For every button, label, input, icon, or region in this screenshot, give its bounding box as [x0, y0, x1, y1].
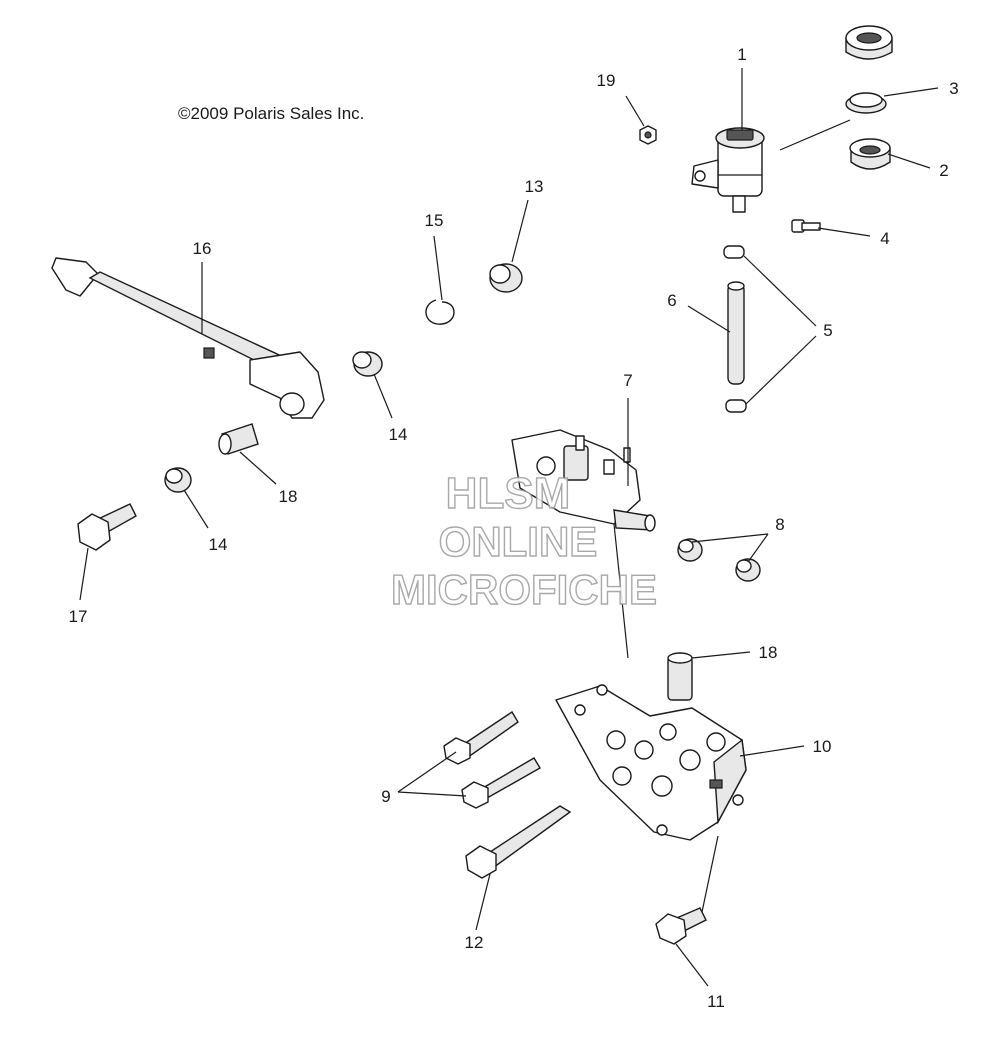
part-17-bolt[interactable]: [77, 503, 137, 551]
part-3-diaphragm[interactable]: [845, 92, 887, 114]
callout-14-lower: 14: [209, 535, 228, 554]
part-6-hose[interactable]: [727, 281, 745, 385]
callout-2: 2: [939, 161, 948, 180]
callout-9: 9: [381, 787, 390, 806]
part-18-spacer-right[interactable]: [667, 652, 693, 701]
watermark: HLSM ONLINE MICROFICHE: [390, 468, 657, 613]
callout-17: 17: [69, 607, 88, 626]
callout-8: 8: [775, 515, 784, 534]
callout-7: 7: [623, 371, 632, 390]
part-11-bolt[interactable]: [655, 907, 707, 945]
part-1-reservoir[interactable]: [691, 127, 765, 213]
part-4-screw[interactable]: [791, 219, 821, 233]
part-18-spacer-left[interactable]: [218, 423, 259, 455]
callout-4: 4: [880, 229, 889, 248]
callout-labels: 1 2 3 4 5 6 7 8 9 10 11 12 13 14 14 15 1…: [69, 45, 959, 1011]
part-2-plate[interactable]: [849, 138, 891, 170]
part-10-bracket[interactable]: [555, 684, 747, 841]
callout-18-left: 18: [279, 487, 298, 506]
part-5-clamp-top[interactable]: [723, 245, 745, 259]
callout-16: 16: [193, 239, 212, 258]
callout-3: 3: [949, 79, 958, 98]
callout-19: 19: [597, 71, 616, 90]
callout-6: 6: [667, 291, 676, 310]
part-9-bolt-upper[interactable]: [443, 711, 519, 765]
callout-13: 13: [525, 177, 544, 196]
part-5-clamp-bottom[interactable]: [725, 399, 747, 413]
part-15-clip[interactable]: [425, 299, 455, 325]
part-12-bolt[interactable]: [465, 805, 572, 879]
callout-5: 5: [823, 321, 832, 340]
watermark-line-1: HLSM: [446, 469, 571, 518]
part-9-bolt-lower[interactable]: [461, 757, 541, 809]
callout-10: 10: [813, 737, 832, 756]
callout-15: 15: [425, 211, 444, 230]
part-13-bushing[interactable]: [489, 263, 523, 293]
copyright-text: ©2009 Polaris Sales Inc.: [178, 104, 364, 123]
callout-11: 11: [707, 992, 725, 1011]
part-16-linkage-rod[interactable]: [51, 257, 325, 419]
part-19-nut[interactable]: [639, 125, 657, 145]
leader-lines: [79, 68, 939, 987]
part-8-bushing-a[interactable]: [677, 538, 703, 562]
watermark-line-2: ONLINE: [439, 518, 598, 565]
callout-12: 12: [465, 933, 484, 952]
reservoir-cap[interactable]: [845, 25, 893, 60]
part-8-bushing-b[interactable]: [735, 558, 761, 582]
watermark-line-3: MICROFICHE: [391, 566, 657, 613]
callout-18-right: 18: [759, 643, 778, 662]
callout-14-upper: 14: [389, 425, 408, 444]
part-14-bushing-lower[interactable]: [164, 467, 192, 493]
part-14-bushing-upper[interactable]: [352, 351, 383, 377]
callout-1: 1: [737, 45, 746, 64]
part-7-master-cylinder[interactable]: [511, 429, 656, 532]
